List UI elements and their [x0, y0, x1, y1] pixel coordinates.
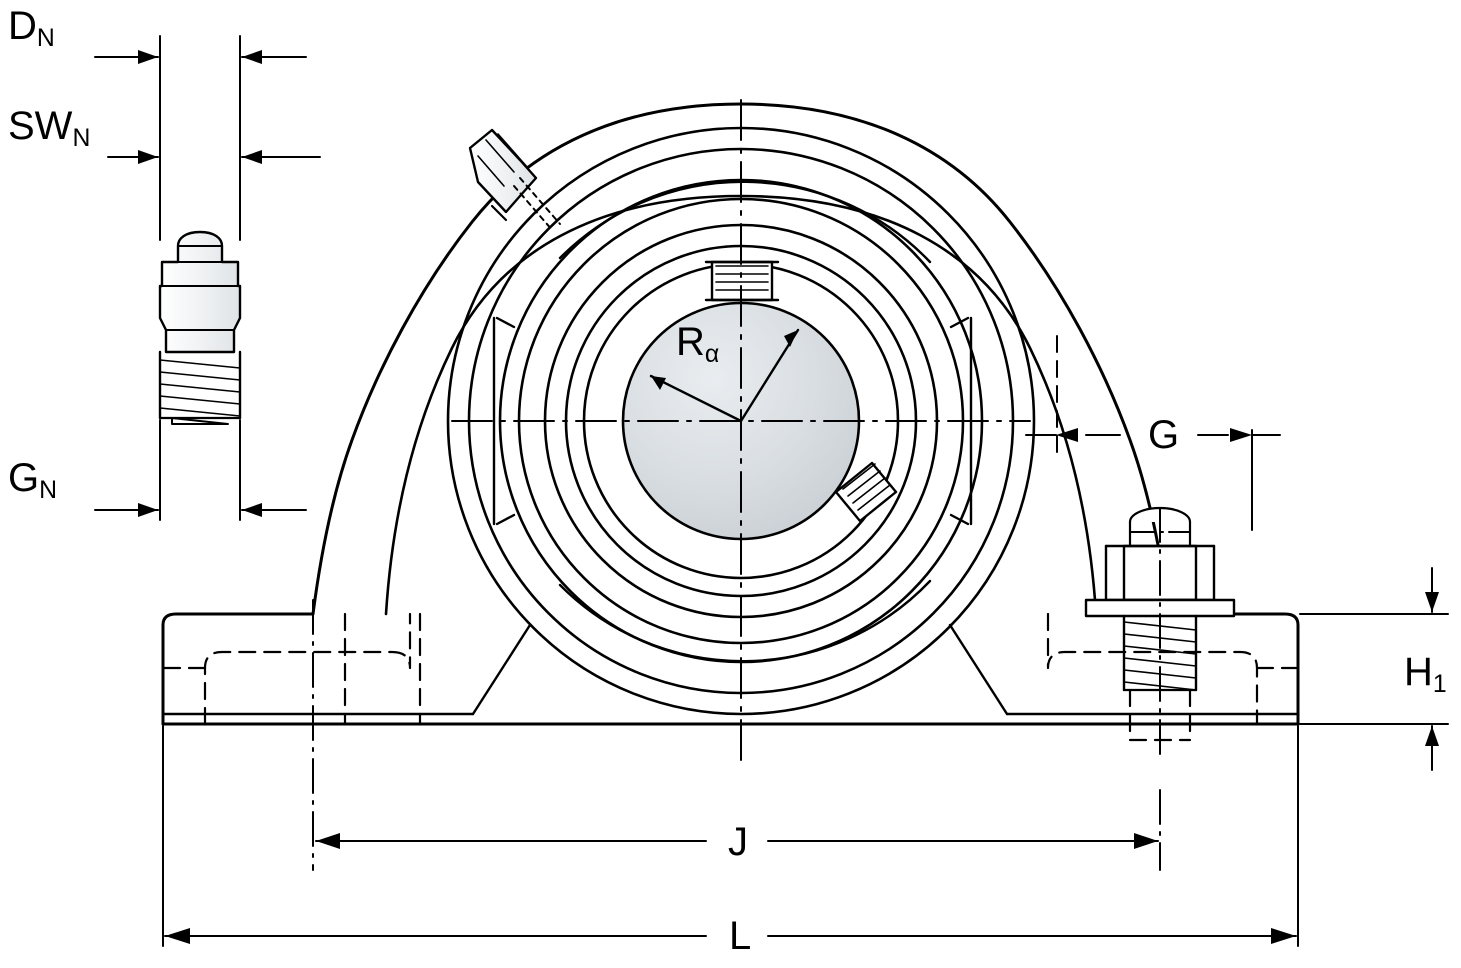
- label-d-n: DN: [8, 4, 55, 53]
- grease-nipple-on-housing: [468, 128, 561, 232]
- dimension-g-n: [94, 419, 307, 521]
- hidden-bolt-lines-left: [343, 612, 422, 726]
- radius-arrow-r-alpha: [649, 328, 800, 423]
- dimension-g: [1025, 335, 1281, 531]
- label-r-alpha: Rα: [676, 320, 720, 369]
- hidden-foot-lines-right: [1046, 612, 1300, 726]
- dimension-sw-n: [107, 150, 321, 164]
- label-g-n: GN: [8, 456, 58, 505]
- drawing-geometry: [94, 35, 1449, 947]
- set-screw-angled: [834, 461, 898, 523]
- label-g: G: [1148, 413, 1180, 457]
- dimension-l: [162, 725, 1299, 947]
- hidden-foot-lines-left: [161, 612, 412, 726]
- dimension-j: [315, 833, 1159, 849]
- label-sw-n: SWN: [8, 104, 91, 153]
- dimension-d-n: [94, 35, 307, 241]
- dimension-h1: [1299, 567, 1449, 771]
- grease-nipple-detail: [158, 230, 242, 425]
- label-j: J: [728, 820, 748, 864]
- eccentric-collar-arcs: [558, 180, 932, 663]
- label-l: L: [729, 914, 752, 958]
- label-h1: H1: [1404, 650, 1447, 699]
